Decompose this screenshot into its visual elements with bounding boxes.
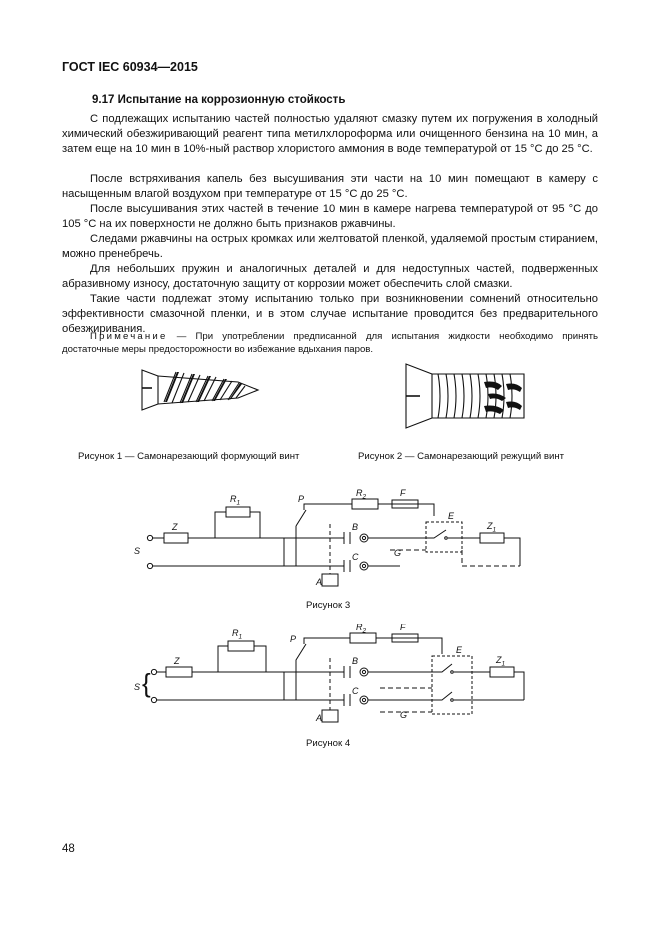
label-z: Z — [173, 656, 180, 666]
paragraph-2: После встряхивания капель без высушивани… — [62, 173, 598, 200]
label-r1: R1 — [230, 494, 241, 507]
figure-2-caption: Рисунок 2 — Самонарезающий режущий винт — [358, 451, 565, 462]
label-z1: Z1 — [486, 521, 497, 534]
page-number: 48 — [62, 843, 75, 855]
figure-1-caption: Рисунок 1 — Самонарезающий формующий вин… — [78, 451, 300, 462]
circuit-diagram-4: Z R1 R2 F P E Z1 B C G A S { — [134, 624, 525, 723]
figure-4-caption: Рисунок 4 — [306, 738, 351, 749]
forming-screw-figure — [141, 369, 260, 411]
paragraph-3: После высушивания этих частей в течение … — [62, 203, 598, 230]
label-s: S — [134, 682, 140, 692]
circuit-diagram-3: Z R1 R2 F P E Z1 B C G A S — [134, 488, 521, 587]
brace-symbol: { — [142, 668, 151, 698]
section-title: 9.17 Испытание на коррозионную стойкость — [92, 94, 346, 106]
label-s: S — [134, 546, 140, 556]
label-f: F — [400, 624, 406, 632]
label-p: P — [298, 494, 304, 504]
label-b: B — [352, 656, 358, 666]
label-p: P — [290, 634, 296, 644]
note-label: Примечание — [90, 331, 168, 342]
label-z: Z — [171, 522, 178, 532]
label-g: G — [394, 548, 401, 558]
paragraph-6: Такие части подлежат этому испытанию тол… — [62, 293, 598, 335]
label-c: C — [352, 686, 359, 696]
label-z1: Z1 — [495, 655, 506, 668]
cutting-screw-figure — [405, 363, 525, 429]
label-b: B — [352, 522, 358, 532]
note: Примечание — При употреблении предписанн… — [62, 330, 598, 357]
label-f: F — [400, 488, 406, 498]
label-a: A — [315, 577, 322, 587]
label-c: C — [352, 552, 359, 562]
label-r2: R2 — [356, 624, 367, 635]
paragraph-1: С подлежащих испытанию частей полностью … — [62, 113, 598, 155]
label-g: G — [400, 710, 407, 720]
label-a: A — [315, 713, 322, 723]
label-e: E — [456, 645, 463, 655]
label-e: E — [448, 511, 455, 521]
paragraph-5: Для небольших пружин и аналогичных детал… — [62, 263, 598, 290]
figure-3-caption: Рисунок 3 — [306, 600, 351, 611]
paragraph-4: Следами ржавчины на острых кромках или ж… — [62, 233, 598, 260]
label-r1: R1 — [232, 628, 243, 641]
document-header: ГОСТ IEC 60934—2015 — [62, 60, 198, 74]
label-r2: R2 — [356, 488, 367, 501]
note-text: — При употреблении предписанной для испы… — [62, 331, 598, 356]
